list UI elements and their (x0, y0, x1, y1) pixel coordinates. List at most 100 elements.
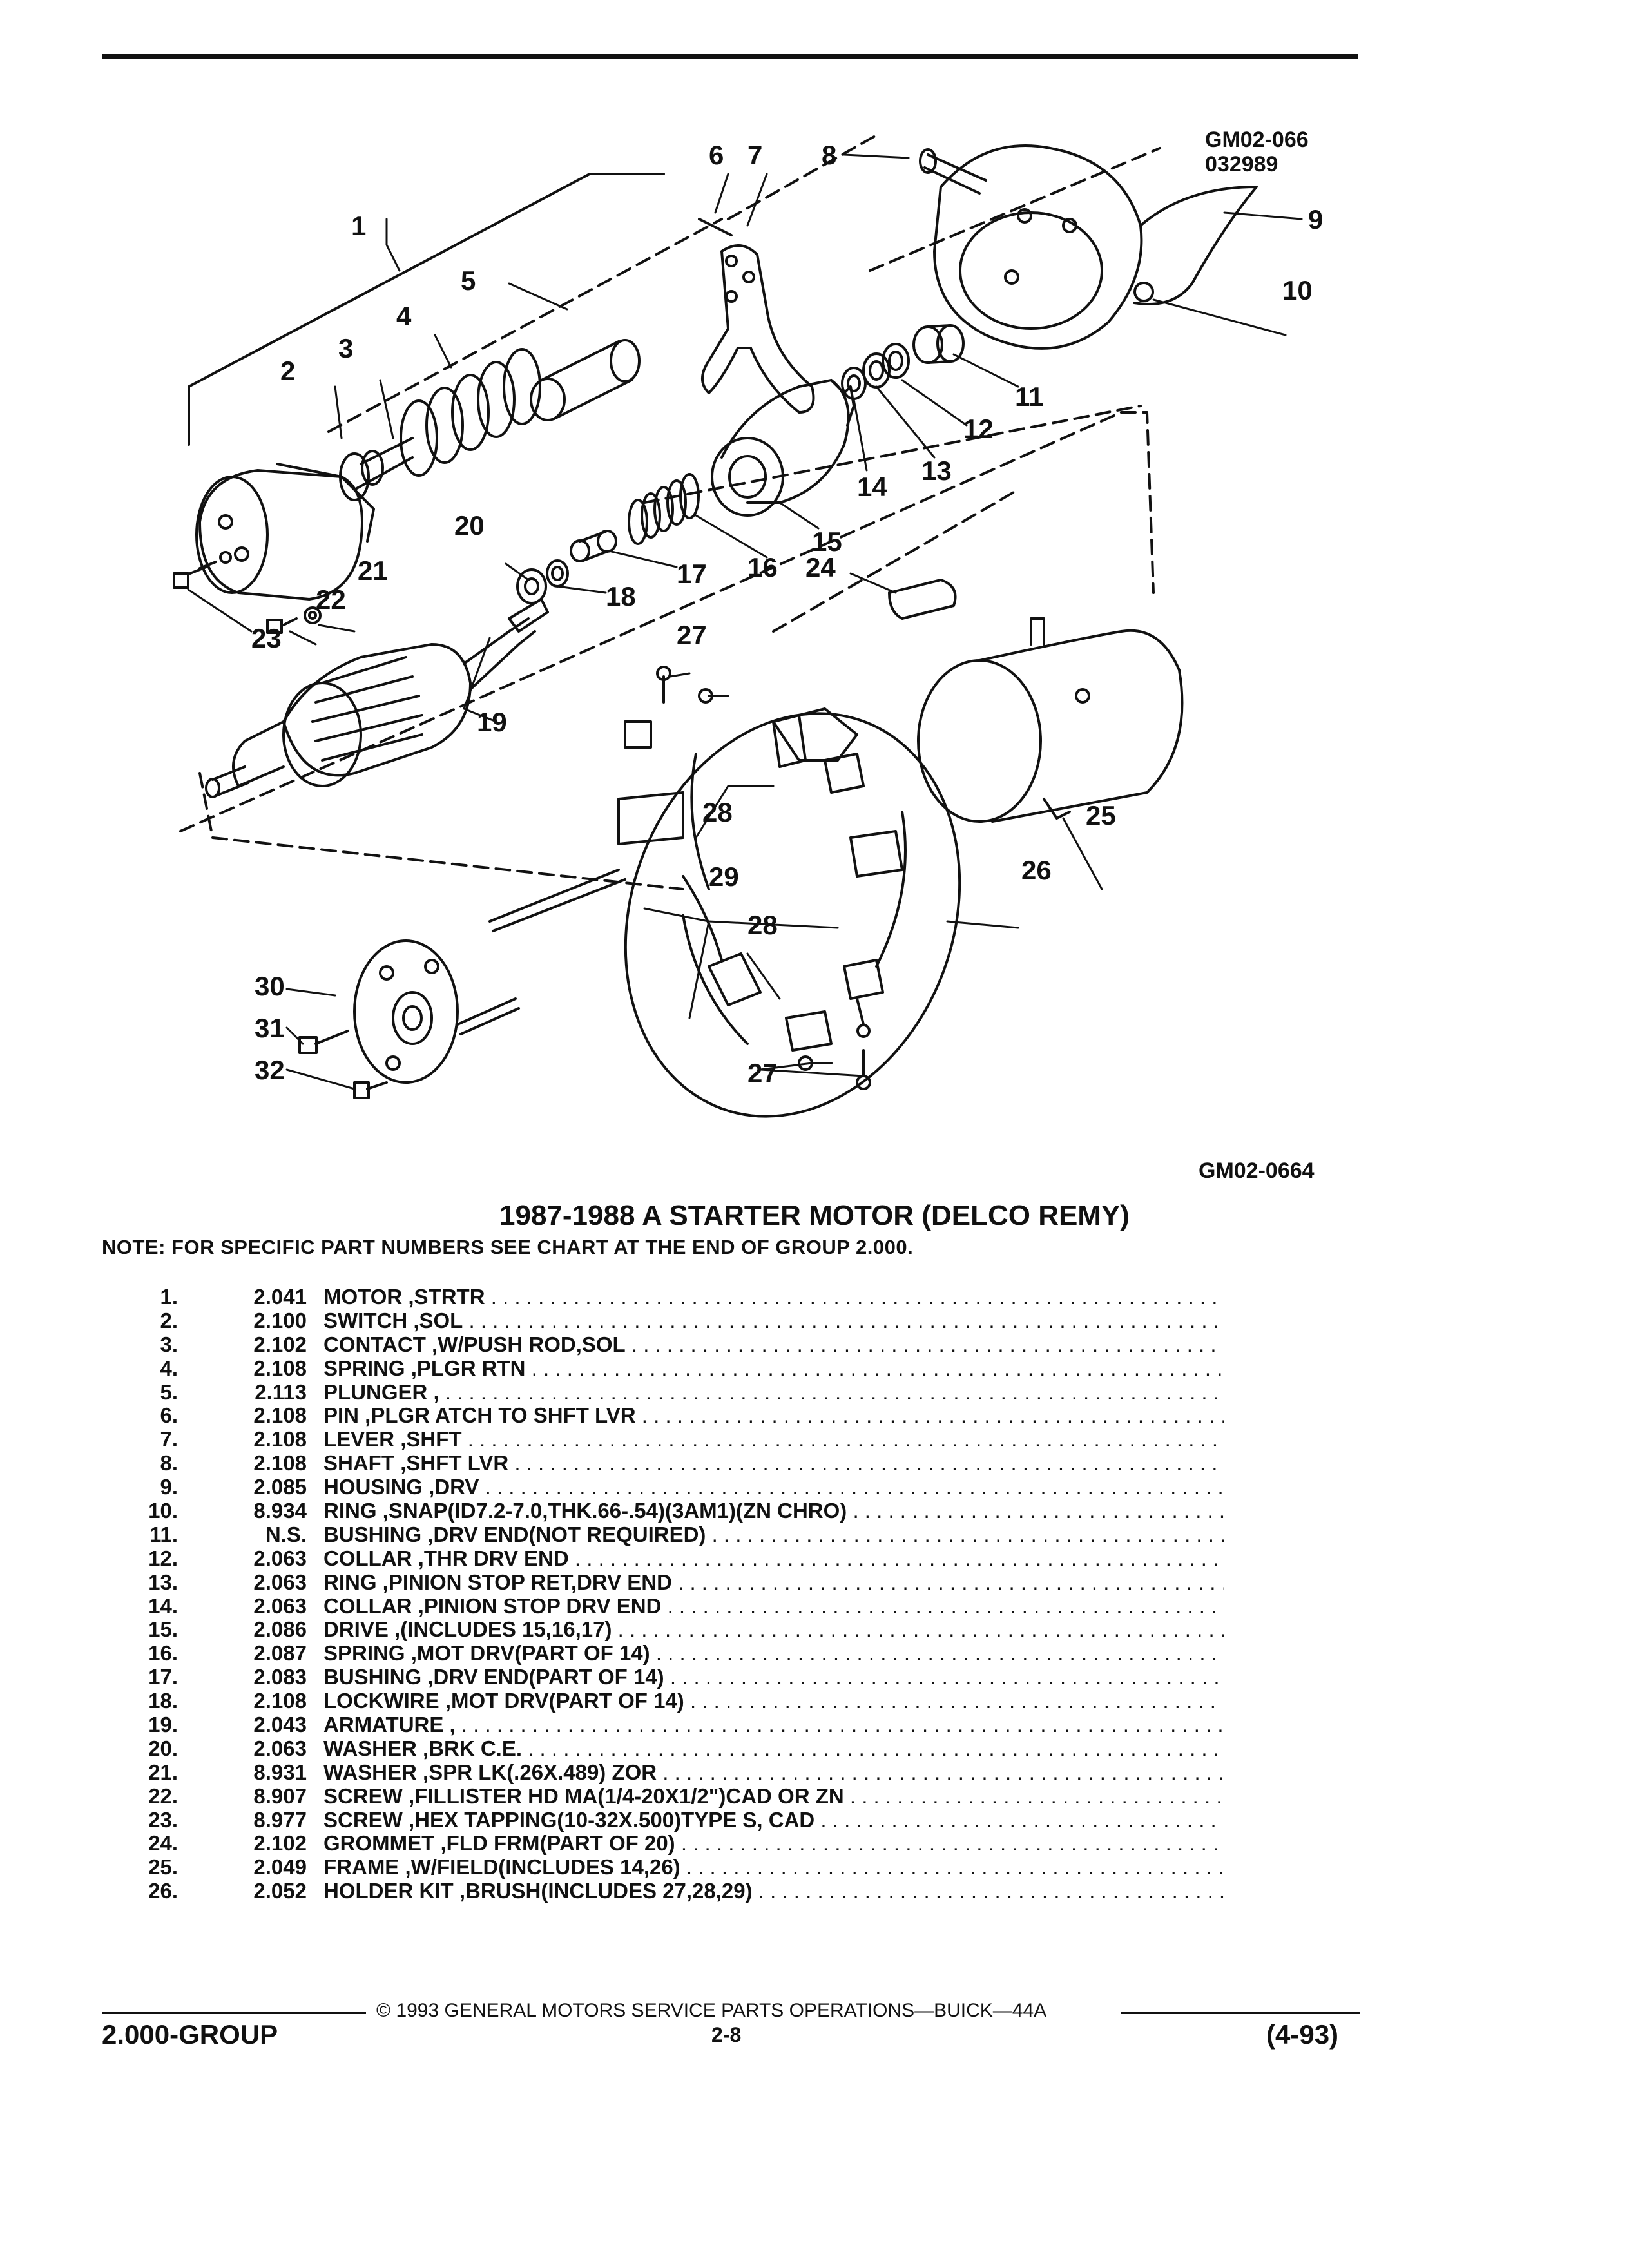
group-number: 2.087 (253, 1641, 307, 1666)
top-rule (102, 54, 1358, 59)
callout-22: 22 (316, 584, 346, 615)
item-number: 3. (160, 1332, 178, 1356)
plunger-shape (530, 339, 641, 421)
page-title: 1987-1988 A STARTER MOTOR (DELCO REMY) (499, 1200, 1130, 1231)
part-description: LEVER ,SHFT (323, 1427, 1224, 1452)
list-item: 23. 8.977 SCREW ,HEX TAPPING(10-32X.500)TY… (129, 1808, 1224, 1832)
callout-14: 14 (857, 472, 887, 502)
group-number: 2.108 (253, 1356, 307, 1380)
group-number: 2.043 (253, 1713, 307, 1737)
part-description: WASHER ,BRK C.E. (323, 1736, 1224, 1761)
part-description: RING ,PINION STOP RET,DRV END (323, 1570, 1224, 1595)
shift-lever-shape (698, 218, 815, 414)
part-description: MOTOR ,STRTR (323, 1285, 1224, 1309)
callout-28-right: 28 (747, 910, 778, 940)
grommet-shape (888, 579, 957, 620)
callout-4: 4 (396, 301, 412, 331)
solenoid-fasteners (173, 561, 322, 634)
callout-25: 25 (1086, 800, 1116, 831)
part-description: SCREW ,HEX TAPPING(10-32X.500)TYPE S, CA… (323, 1808, 1224, 1832)
item-number: 8. (160, 1451, 178, 1475)
part-description: DRIVE ,(INCLUDES 15,16,17) (323, 1617, 1224, 1642)
drive-spring-shape (628, 473, 700, 545)
assembly-axis-upper (327, 134, 1161, 433)
part-description: SPRING ,PLGR RTN (323, 1356, 1224, 1381)
assembly-bracket (188, 173, 665, 446)
callout-29: 29 (709, 861, 739, 892)
brush-parts (624, 666, 884, 1090)
callout-20: 20 (454, 510, 485, 541)
item-number: 20. (148, 1736, 178, 1760)
assembly-axis-mid (643, 405, 1142, 633)
callout-11: 11 (1015, 381, 1043, 412)
group-number: 8.977 (253, 1807, 307, 1832)
item-number: 11. (149, 1522, 178, 1546)
callout-8: 8 (822, 140, 836, 170)
callout-31: 31 (255, 1013, 285, 1043)
part-description: CONTACT ,W/PUSH ROD,SOL (323, 1332, 1224, 1357)
callout-27-top: 27 (677, 620, 707, 650)
armature-shape (205, 598, 549, 798)
callout-12: 12 (963, 414, 994, 444)
part-description: COLLAR ,PINION STOP DRV END (323, 1594, 1224, 1619)
callout-28-left: 28 (702, 797, 733, 827)
part-description: ARMATURE , (323, 1713, 1224, 1737)
part-description: SWITCH ,SOL (323, 1309, 1224, 1333)
plunger-spring-shape (400, 348, 541, 477)
group-number: 2.063 (253, 1736, 307, 1760)
footer-rule-left (102, 2012, 366, 2014)
part-description: PLUNGER , (323, 1380, 1224, 1405)
drive-housing-shape (933, 144, 1258, 350)
part-description: SCREW ,FILLISTER HD MA(1/4-20X1/2")CAD O… (323, 1784, 1224, 1809)
callout-10: 10 (1282, 275, 1313, 305)
callout-18: 18 (606, 581, 636, 611)
part-description: FRAME ,W/FIELD(INCLUDES 14,26) (323, 1855, 1224, 1879)
diagram-code: GM02-066 (1205, 128, 1309, 152)
item-number: 4. (160, 1356, 178, 1380)
item-number: 9. (160, 1475, 178, 1499)
armature-end-small-parts (516, 530, 617, 604)
list-item: 4. 2.108 SPRING ,PLGR RTN (129, 1356, 1224, 1380)
group-number: 2.108 (253, 1689, 307, 1713)
item-number: 14. (148, 1593, 178, 1618)
drive-end-small-parts (841, 324, 965, 400)
item-number: 23. (148, 1807, 178, 1832)
callout-7: 7 (747, 140, 762, 170)
item-number: 17. (148, 1665, 178, 1689)
callout-32: 32 (255, 1055, 285, 1085)
callout-1: 1 (351, 211, 366, 241)
commutator-end-frame-shape (298, 869, 626, 1099)
group-number: 8.931 (253, 1760, 307, 1784)
callout-17: 17 (677, 559, 707, 589)
part-description: COLLAR ,THR DRV END (323, 1546, 1224, 1571)
revision-date: (4-93) (1266, 2019, 1339, 2050)
field-frame-shape (917, 617, 1184, 823)
callout-2: 2 (280, 356, 295, 386)
part-description: HOUSING ,DRV (323, 1475, 1224, 1499)
diagram-date-code: 032989 (1205, 152, 1278, 177)
callout-9: 9 (1308, 204, 1323, 235)
item-number: 10. (148, 1499, 178, 1523)
group-number: 2.108 (253, 1427, 307, 1452)
part-description: GROMMET ,FLD FRM(PART OF 20) (323, 1831, 1224, 1856)
group-number: 2.052 (253, 1879, 307, 1903)
part-description: HOLDER KIT ,BRUSH(INCLUDES 27,28,29) (323, 1879, 1224, 1903)
group-number: 8.934 (253, 1499, 307, 1523)
snap-ring-shape (1133, 282, 1154, 302)
callout-16: 16 (747, 552, 778, 582)
item-number: 12. (148, 1546, 178, 1570)
group-number: 2.063 (253, 1570, 307, 1594)
